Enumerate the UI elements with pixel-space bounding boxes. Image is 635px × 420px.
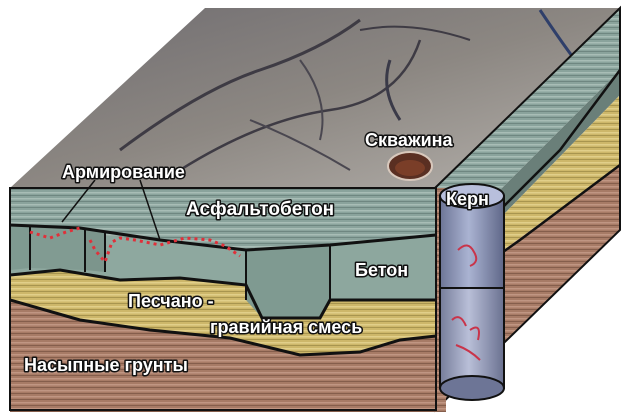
- reinforcement-line: [29, 226, 241, 265]
- block-front-face: [10, 188, 446, 412]
- label-asphalt-concrete: Асфальтобетон: [186, 199, 334, 220]
- label-core: Керн: [446, 189, 489, 209]
- label-sand-gravel-line2: гравийная смесь: [210, 317, 362, 337]
- label-reinforcement: Армирование: [62, 162, 185, 182]
- label-borehole: Скважина: [365, 130, 454, 150]
- core-sample: [439, 183, 505, 401]
- label-sand-gravel-line1: Песчано -: [128, 291, 214, 311]
- leader-lines: [61, 179, 161, 241]
- label-concrete: Бетон: [355, 260, 408, 280]
- borehole: [387, 151, 433, 181]
- road-surface: [10, 8, 620, 188]
- front-face-border: [9, 187, 437, 411]
- sand-gravel-layer: [10, 270, 436, 355]
- label-fill-soils: Насыпные грунты: [24, 355, 188, 375]
